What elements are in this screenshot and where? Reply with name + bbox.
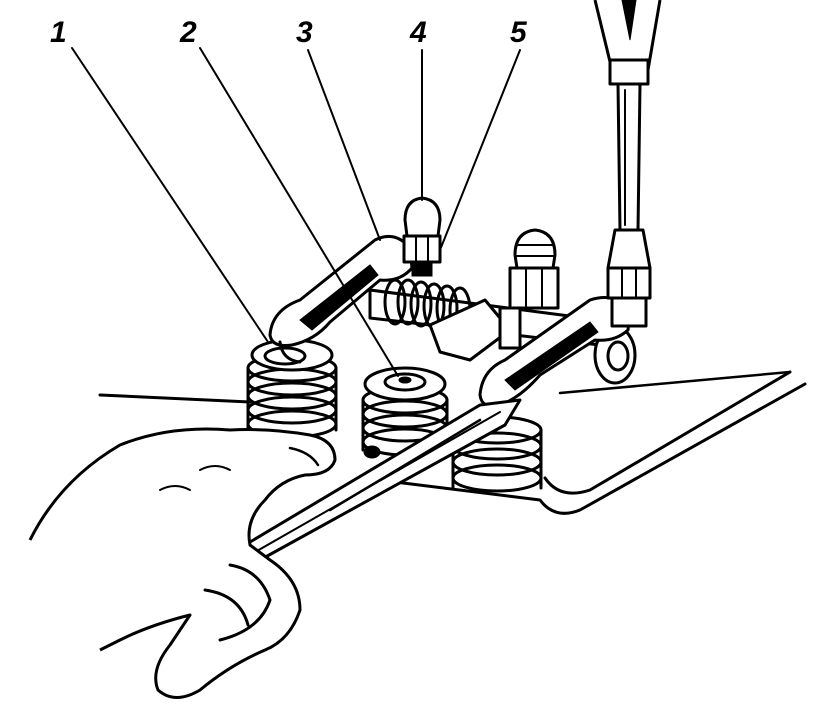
valve-spring-left xyxy=(246,338,338,439)
callout-label-1: 1 xyxy=(50,16,67,49)
callout-label-3: 3 xyxy=(296,16,313,49)
leader-line-1 xyxy=(71,47,269,343)
hand xyxy=(28,427,337,699)
rocker-arm-left xyxy=(268,234,414,364)
leader-lines xyxy=(71,47,521,377)
adjusting-screw-right xyxy=(498,228,560,350)
callout-label-2: 2 xyxy=(179,16,197,49)
leader-line-2 xyxy=(199,47,399,377)
adjusting-screw-left xyxy=(402,196,442,277)
leader-line-5 xyxy=(439,49,521,251)
screwdriver xyxy=(593,0,662,328)
callout-label-4: 4 xyxy=(409,16,427,49)
callout-label-5: 5 xyxy=(510,16,528,49)
callout-labels: 1 2 3 4 5 xyxy=(50,16,528,49)
rocker-shaft xyxy=(368,278,637,385)
cylinder-head-plate xyxy=(98,370,807,515)
leader-line-3 xyxy=(307,49,381,241)
